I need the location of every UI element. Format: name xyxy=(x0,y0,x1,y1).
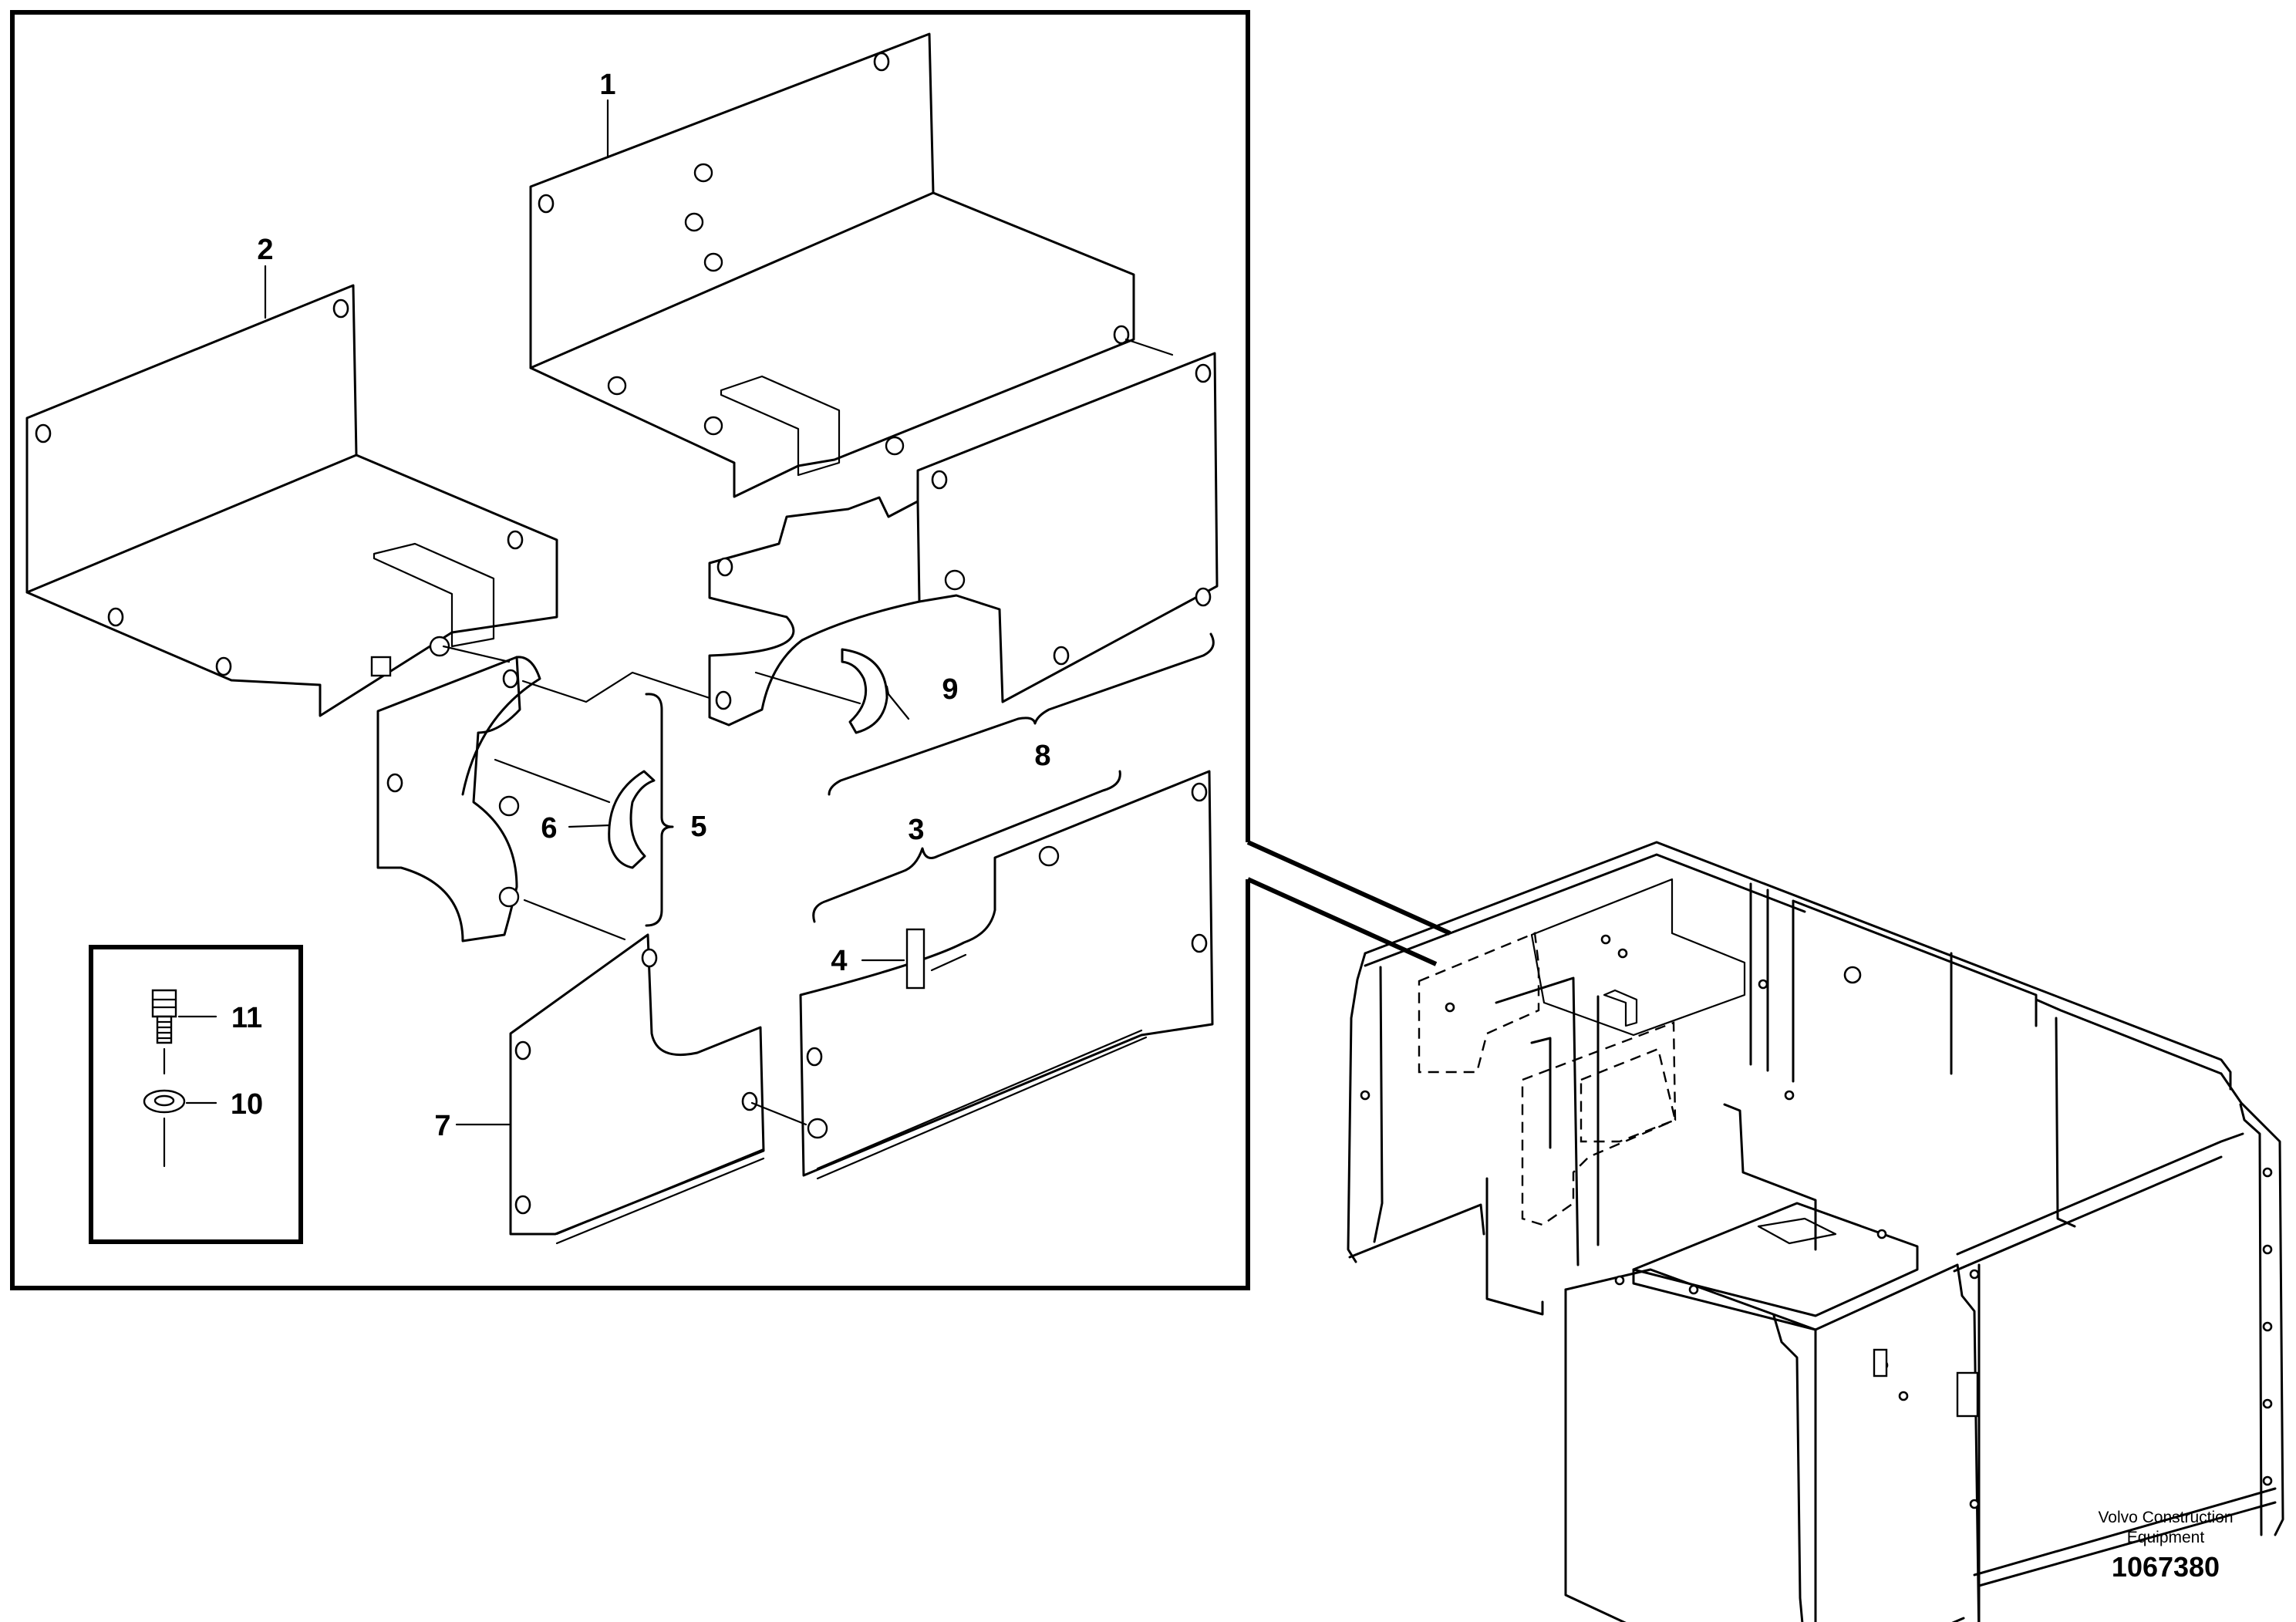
callout-1: 1 xyxy=(599,69,615,101)
brand-line-2: Equipment xyxy=(2127,1529,2205,1546)
overview-machine-frame xyxy=(1347,841,2284,1622)
callout-6: 6 xyxy=(541,812,557,845)
callout-11: 11 xyxy=(231,1002,262,1034)
bracket-part-1 xyxy=(529,32,1174,498)
detail-frame xyxy=(10,10,1250,1290)
cover-part-8 xyxy=(708,352,1219,727)
callout-2: 2 xyxy=(257,234,273,266)
callout-5: 5 xyxy=(690,811,706,843)
leader-lines xyxy=(177,99,910,1126)
bracket-8 xyxy=(828,632,1215,796)
bracket-3 xyxy=(812,770,1121,923)
plate-part-5 xyxy=(376,656,711,943)
callout-8: 8 xyxy=(1034,740,1050,772)
bracket-5 xyxy=(645,693,674,927)
cover-part-3 xyxy=(799,770,1214,1180)
callout-9: 9 xyxy=(942,673,958,706)
seal-part-9 xyxy=(841,648,888,734)
callout-4: 4 xyxy=(831,945,847,977)
seal-part-6 xyxy=(608,770,656,869)
document-number: 1067380 xyxy=(2112,1551,2220,1583)
inset-box xyxy=(89,945,303,1244)
callout-3: 3 xyxy=(908,814,924,846)
washer-part-10 xyxy=(143,1089,186,1168)
callout-7: 7 xyxy=(434,1110,450,1142)
callout-10: 10 xyxy=(231,1088,263,1121)
bracket-part-2 xyxy=(25,284,558,717)
brand-line-1: Volvo Construction xyxy=(2098,1509,2233,1526)
bolt-part-11 xyxy=(151,989,177,1075)
plate-part-7 xyxy=(509,933,807,1245)
